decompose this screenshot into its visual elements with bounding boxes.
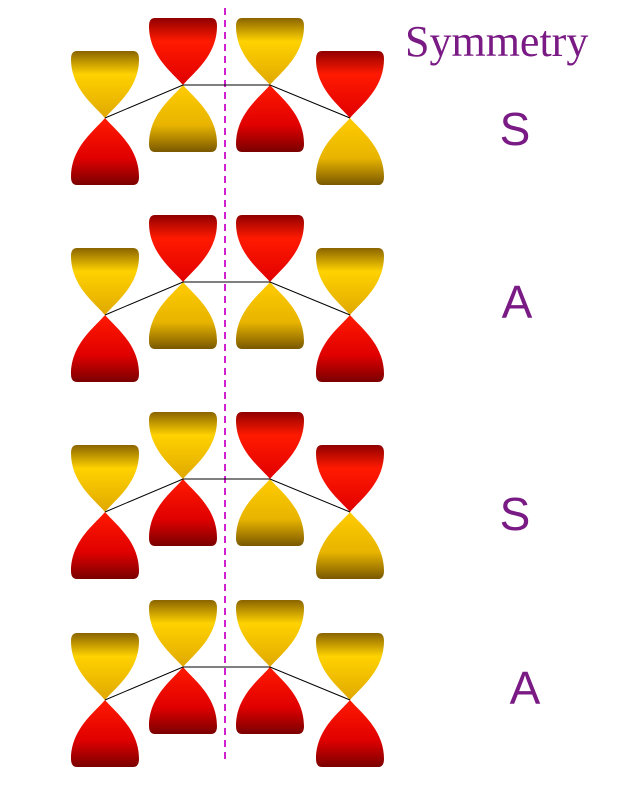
p-orbital-lobe-upper bbox=[316, 248, 384, 315]
symmetry-label: S bbox=[500, 103, 531, 155]
orbital-row bbox=[71, 215, 384, 382]
p-orbital-lobe-upper bbox=[236, 412, 304, 479]
carbon-chain bbox=[104, 478, 351, 513]
p-orbital-lobe-upper bbox=[149, 18, 217, 85]
p-orbital-lobe-upper bbox=[316, 445, 384, 512]
p-orbital-lobe-lower bbox=[149, 85, 217, 152]
p-orbital-lobe-lower bbox=[236, 479, 304, 546]
p-orbital-lobe-upper bbox=[316, 51, 384, 118]
p-orbital-lobe-lower bbox=[236, 85, 304, 152]
orbital-rows bbox=[71, 18, 384, 767]
carbon-chain bbox=[104, 666, 351, 701]
p-orbital-lobe-lower bbox=[149, 667, 217, 734]
symmetry-label: A bbox=[502, 276, 533, 328]
p-orbital-lobe-lower bbox=[316, 118, 384, 185]
p-orbital-lobe-upper bbox=[71, 445, 139, 512]
p-orbital-lobe-upper bbox=[149, 215, 217, 282]
p-orbital-lobe-lower bbox=[71, 315, 139, 382]
symmetry-title: Symmetry bbox=[405, 17, 588, 66]
p-orbital-lobe-upper bbox=[236, 600, 304, 667]
p-orbital-lobe-lower bbox=[236, 282, 304, 349]
orbital-row bbox=[71, 600, 384, 767]
orbital-row bbox=[71, 18, 384, 185]
p-orbital-lobe-upper bbox=[236, 215, 304, 282]
symmetry-label: A bbox=[510, 662, 541, 714]
p-orbital-lobe-lower bbox=[71, 512, 139, 579]
p-orbital-lobe-lower bbox=[316, 315, 384, 382]
carbon-chain bbox=[104, 281, 351, 316]
orbital-row bbox=[71, 412, 384, 579]
p-orbital-lobe-lower bbox=[149, 282, 217, 349]
p-orbital-lobe-upper bbox=[149, 600, 217, 667]
p-orbital-lobe-upper bbox=[316, 633, 384, 700]
carbon-chain bbox=[104, 84, 351, 119]
p-orbital-lobe-upper bbox=[236, 18, 304, 85]
p-orbital-lobe-lower bbox=[149, 479, 217, 546]
p-orbital-lobe-lower bbox=[236, 667, 304, 734]
p-orbital-lobe-lower bbox=[316, 700, 384, 767]
p-orbital-lobe-lower bbox=[316, 512, 384, 579]
p-orbital-lobe-upper bbox=[71, 51, 139, 118]
symmetry-label: S bbox=[500, 488, 531, 540]
p-orbital-lobe-upper bbox=[149, 412, 217, 479]
symmetry-labels: S A S A bbox=[500, 103, 541, 714]
p-orbital-lobe-upper bbox=[71, 633, 139, 700]
p-orbital-lobe-lower bbox=[71, 118, 139, 185]
p-orbital-lobe-lower bbox=[71, 700, 139, 767]
p-orbital-lobe-upper bbox=[71, 248, 139, 315]
